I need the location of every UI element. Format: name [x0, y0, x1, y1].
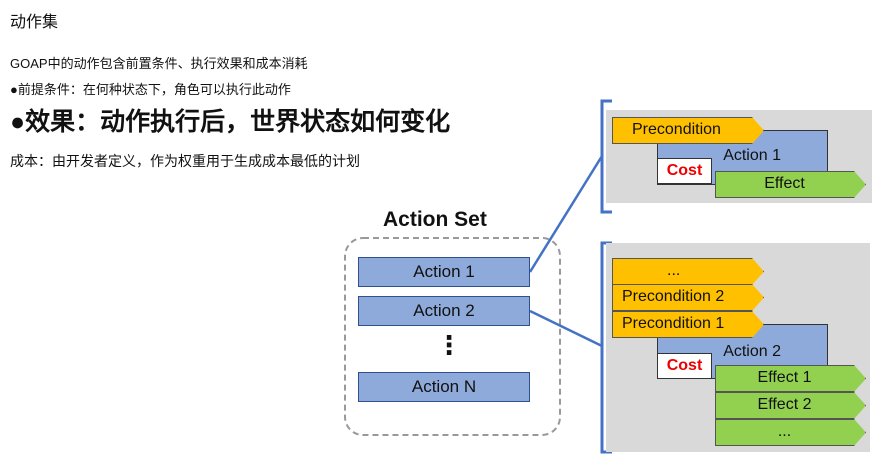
bracket-1 [600, 99, 612, 214]
precondition-arrow: ... [612, 258, 764, 285]
action-set-title: Action Set [383, 208, 487, 231]
connector-action1 [528, 155, 604, 273]
effect-arrow: Effect 2 [715, 392, 866, 419]
connector-action2 [529, 309, 603, 348]
intro-line: GOAP中的动作包含前置条件、执行效果和成本消耗 [10, 56, 308, 71]
effect-arrow: ... [715, 419, 866, 446]
precondition-arrow: Precondition 1 [612, 311, 764, 338]
action-set-border [344, 237, 561, 436]
cost-label: Cost [657, 353, 712, 379]
action-item[interactable]: Action 1 [358, 257, 530, 287]
precondition-arrow: Precondition [612, 117, 764, 144]
effect-line: ●效果：动作执行后，世界状态如何变化 [10, 108, 451, 136]
precondition-arrow: Precondition 2 [612, 284, 764, 311]
cost-label: Cost [657, 158, 712, 184]
ellipsis: ⋮ [436, 330, 462, 360]
action-item[interactable]: Action N [358, 372, 530, 402]
effect-arrow: Effect [715, 171, 866, 198]
slide-title: 动作集 [10, 14, 59, 31]
action-item[interactable]: Action 2 [358, 296, 530, 326]
cost-line: 成本：由开发者定义，作为权重用于生成成本最低的计划 [10, 153, 360, 169]
precondition-line: ●前提条件：在何种状态下，角色可以执行此动作 [10, 82, 291, 97]
effect-arrow: Effect 1 [715, 365, 866, 392]
